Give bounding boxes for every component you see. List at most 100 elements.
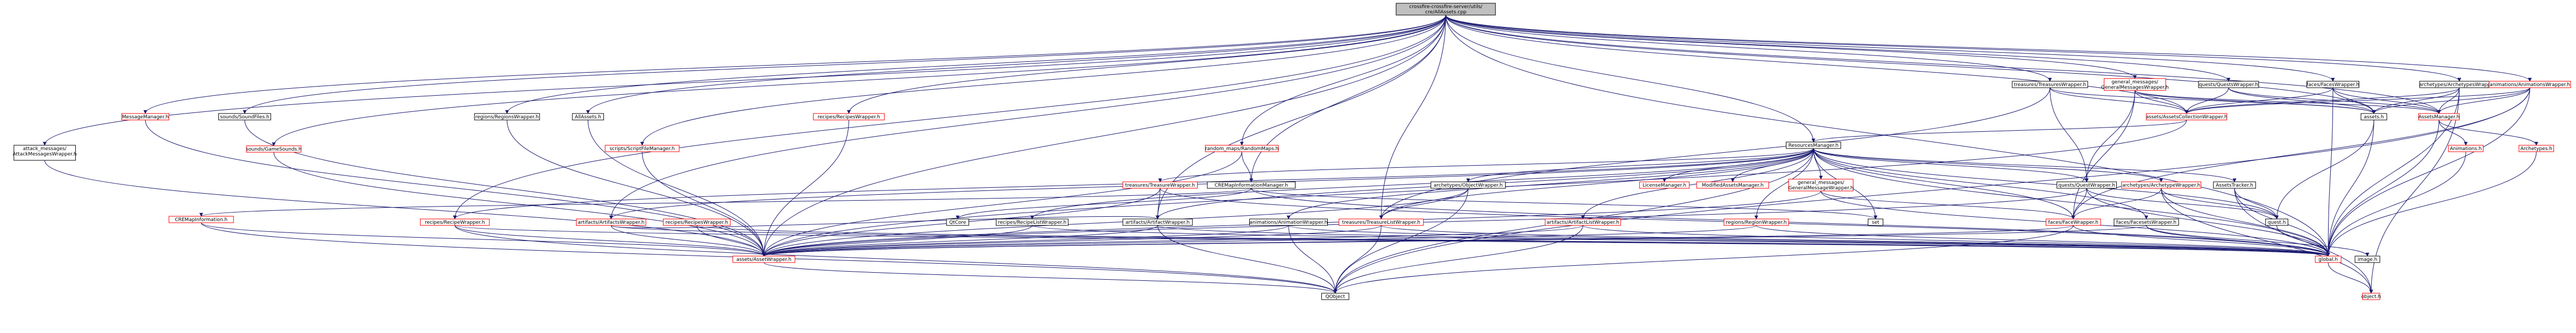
edge-general_messages_GeneralMessagesWrapper-to-AssetsManager [2134,90,2441,114]
node-image-h[interactable]: image.h [2354,256,2380,263]
node-label: QtCore [949,220,966,225]
node-animations-animationwrapper[interactable]: animations/AnimationWrapper.h [1249,218,1328,226]
node-assetsmanager[interactable]: AssetsManager.h [2418,113,2460,121]
node-artifacts-artifactwrapper[interactable]: artifacts/ArtifactWrapper.h [1122,218,1193,226]
node-faces-facesetswrapper[interactable]: faces/FacesetsWrapper.h [2114,218,2179,226]
edge-general_messages_GeneralMessagesWrapper-to-faces_FaceWrapper [2071,90,2136,219]
node-cremapinformation[interactable]: CREMapInformation.h [168,216,234,223]
node-object-h[interactable]: object.h [2361,293,2381,300]
node-box [2362,293,2380,300]
edge-treasures_TreasuresWrapper-to-assets_AssetsCollectionWrapper [2050,87,2189,114]
node-quest-h[interactable]: quest.h [2265,218,2288,226]
edge-treasures_TreasuresWrapper-to-quests_QuestWrapper [2050,87,2089,182]
node-label: archetypes/ArchetypesWrapper.h [2419,82,2500,88]
node-attack-messages-attackmessageswrapper[interactable]: attack_messages/AttackMessagesWrapper.h [13,145,77,161]
edge-root-to-global_h [1445,15,2330,257]
edge-archetypes_ArchetypesWrapper-to-assets_AssetsCollectionWrapper [2184,87,2460,114]
node-qobject[interactable]: QObject [1321,293,1349,300]
node-label: AllAssets.h [575,115,601,120]
node-regions-regionwrapper[interactable]: regions/RegionWrapper.h [1724,218,1789,226]
node-label: treasures/TreasureWrapper.h [1125,183,1195,188]
node-label: set [1872,220,1880,225]
edge-ResourcesManager-to-archetypes_ArchetypeWrapper [1813,148,2164,182]
node-box [2198,81,2259,88]
node-label: treasures/TreasureListWrapper.h [1342,220,1420,225]
node-treasures-treasurewrapper[interactable]: treasures/TreasureWrapper.h [1122,181,1198,189]
edge-ResourcesManager-to-AssetsTracker [1813,148,2237,182]
node-assets-assetwrapper[interactable]: assets/AssetWrapper.h [732,256,795,263]
node-box [121,113,169,121]
node-box [2056,181,2117,189]
edge-CREMapInformation-to-assets_AssetWrapper [201,222,766,257]
node-assets-h[interactable]: assets.h [2360,113,2387,121]
edge-recipes_RecipeWrapper-to-QObject [454,225,1337,294]
node-faces-faceswrapper[interactable]: faces/FacesWrapper.h [2307,81,2359,88]
node-qtcore[interactable]: QtCore [946,218,970,226]
edge-root-to-sounds_GameSounds [272,15,1446,146]
edge-artifacts_ArtifactsWrapper-to-assets_AssetWrapper [610,225,766,257]
node-label: LicenseManager.h [1642,183,1686,188]
node-faces-facewrapper[interactable]: faces/FaceWrapper.h [2045,218,2101,226]
edge-quests_QuestWrapper-to-assets_AssetWrapper [762,188,2087,257]
node-assetstracker[interactable]: AssetsTracker.h [2213,181,2256,189]
node-quests-questwrapper[interactable]: quests/QuestWrapper.h [2056,181,2117,189]
node-archetypes-objectwrapper[interactable]: archetypes/ObjectWrapper.h [1431,181,1506,189]
node-box [1207,181,1296,189]
node-quests-questswrapper[interactable]: quests/QuestsWrapper.h [2198,81,2259,88]
node-assets-assetscollectionwrapper[interactable]: assets/AssetsCollectionWrapper.h [2146,113,2228,121]
node-animations-animationswrapper[interactable]: animations/AnimationsWrapper.h [2488,81,2571,88]
node-regions-regionswrapper[interactable]: regions/RegionsWrapper.h [474,113,540,121]
node-artifacts-artifactswrapper[interactable]: artifacts/ArtifactsWrapper.h [576,218,646,226]
node-recipes-recipeswrapper[interactable]: recipes/RecipesWrapper.h [813,113,885,121]
node-set[interactable]: set [1868,218,1883,226]
node-treasures-treasureswrapper[interactable]: treasures/TreasuresWrapper.h [2012,81,2088,88]
node-recipes-recipeswrapper2[interactable]: recipes/RecipesWrapper.h [663,218,731,226]
node-artifacts-artifactlistwrapper[interactable]: artifacts/ArtifactListWrapper.h [1545,218,1621,226]
node-label: artifacts/ArtifactListWrapper.h [1547,220,1619,225]
node-sounds-gamesounds[interactable]: sounds/GameSounds.h [246,145,302,153]
node-modifiedassetsmanager[interactable]: ModifiedAssetsManager.h [1696,181,1769,189]
node-archetypes[interactable]: Archetypes.h [2518,145,2554,152]
node-box [813,113,885,121]
node-label: global.h [2318,257,2338,263]
node-resourcesmanager[interactable]: ResourcesManager.h [1785,141,1841,149]
node-allassets[interactable]: AllAssets.h [572,113,604,121]
node-scripts-scriptfilemanager[interactable]: scripts/ScriptFileManager.h [604,145,680,152]
edge-CREMapInformationManager-to-set [1251,188,1877,219]
node-treasures-treasurelistwrapper[interactable]: treasures/TreasureListWrapper.h [1339,218,1424,226]
node-messagemanager[interactable]: MessageManager.h [121,113,169,121]
node-box [246,145,302,153]
edge-attack_messages_AttackMessagesWrapper-to-assets_AssetWrapper [44,160,766,257]
edge-root-to-recipes_RecipesWrapper [846,15,1446,114]
node-label: object.h [2361,294,2381,300]
node-root[interactable]: crossfire-crossfire-server/utils/cre/All… [1396,3,1496,16]
edge-assets_h-to-quest_h [2275,119,2374,219]
node-recipes-recipelistwrapper[interactable]: recipes/RecipeListWrapper.h [995,218,1069,226]
edge-archetypes_ArchetypeWrapper-to-faces_FaceWrapper [2071,188,2162,219]
node-animations[interactable]: Animations.h [2448,145,2484,152]
edge-recipes_RecipesWrapper2-to-global_h [696,225,2330,257]
node-label: general_messages/GeneralMessageWrapper.h [1788,180,1853,191]
node-cremapinformationmanager[interactable]: CREMapInformationManager.h [1207,181,1296,189]
node-label: recipes/RecipeWrapper.h [425,220,485,225]
node-global-h[interactable]: global.h [2315,256,2342,263]
edge-sounds_GameSounds-to-assets_AssetWrapper [273,152,766,257]
node-archetypes-archetypeswrapper[interactable]: archetypes/ArchetypesWrapper.h [2419,81,2500,88]
node-archetypes-archetypewrapper[interactable]: archetypes/ArchetypeWrapper.h [2121,181,2202,189]
node-general-messages-generalmessageswrapper[interactable]: general_messages/GeneralMessagesWrapper.… [2101,78,2169,91]
node-box [2213,181,2256,189]
node-sounds-soundfiles[interactable]: sounds/SoundFiles.h [218,113,271,121]
edge-faces_FaceWrapper-to-global_h [2073,225,2330,257]
edge-ResourcesManager-to-quest_h [1813,148,2279,219]
edge-animations_AnimationsWrapper-to-faces_FaceWrapper [2071,87,2530,219]
edge-sounds_SoundFiles-to-assets_AssetWrapper [244,119,766,257]
node-label: treasures/TreasuresWrapper.h [2014,82,2086,88]
node-box [1396,3,1496,16]
node-recipes-recipewrapper[interactable]: recipes/RecipeWrapper.h [420,218,490,226]
node-label: assets/AssetsCollectionWrapper.h [2146,115,2228,120]
node-random-maps-randommaps[interactable]: random_maps/RandomMaps.h [1205,145,1279,152]
node-label: quest.h [2268,220,2286,225]
node-general-messages-generalmessagewrapper[interactable]: general_messages/GeneralMessageWrapper.h [1788,179,1854,192]
node-licensemanager[interactable]: LicenseManager.h [1639,181,1690,189]
